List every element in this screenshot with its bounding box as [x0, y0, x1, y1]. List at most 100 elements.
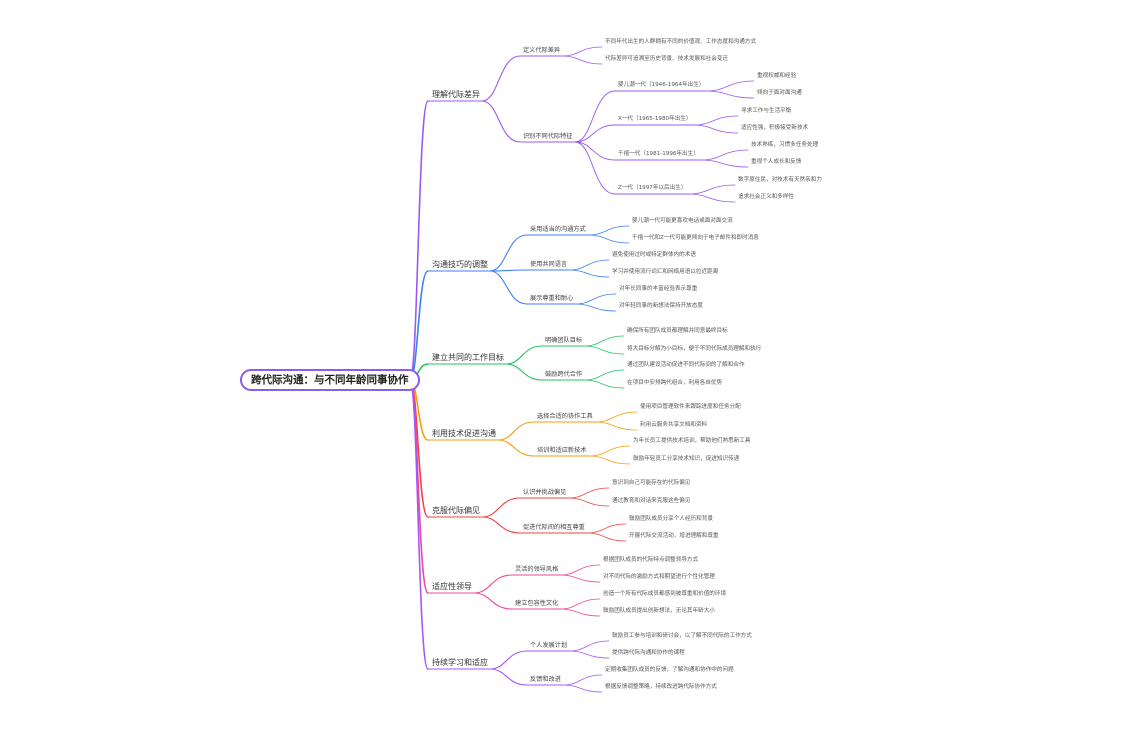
leaf-topic[interactable]: 婴儿潮一代可能更喜欢电话或面对面交流 — [632, 218, 733, 224]
root-topic[interactable]: 跨代际沟通：与不同年龄同事协作 — [240, 368, 420, 391]
leaf-connector — [562, 684, 603, 693]
subtopic[interactable]: 反馈和改进 — [530, 676, 561, 683]
subtopic-connector — [473, 574, 513, 594]
leaf-topic[interactable]: 重视权威和经验 — [757, 73, 797, 79]
leaf-topic[interactable]: 提供跨代际沟通和协作的课程 — [612, 650, 685, 656]
subtopic[interactable]: 鼓励跨代合作 — [545, 371, 583, 378]
subtopic[interactable]: 展示尊重和耐心 — [530, 295, 574, 302]
subtopic[interactable]: 识别不同代际特征 — [523, 133, 573, 140]
leaf-topic[interactable]: 技术熟练，习惯多任务处理 — [751, 142, 819, 148]
generation-topic[interactable]: 千禧一代（1981-1996年出生） — [618, 151, 699, 157]
leaf-topic[interactable]: 定期收集团队成员的反馈，了解沟通和协作中的问题 — [605, 667, 734, 673]
leaf-topic[interactable]: 不同年代出生的人群拥有不同的价值观、工作态度和沟通方式 — [605, 39, 757, 45]
subtopic-connector — [497, 439, 535, 457]
leaf-topic[interactable]: 追求社会正义和多样性 — [738, 194, 794, 200]
leaf-connector — [561, 46, 603, 57]
leaf-connector — [705, 90, 755, 99]
leaf-connector — [568, 259, 610, 271]
branch-topic[interactable]: 理解代际差异 — [432, 90, 480, 99]
leaf-topic[interactable]: 为年长员工提供技术培训，帮助他们熟悉新工具 — [633, 438, 751, 444]
leaf-topic[interactable]: 鼓励年轻员工分享技术知识，促进知识传递 — [633, 456, 740, 462]
subtopic-connector — [481, 497, 521, 518]
leaf-connector — [594, 411, 638, 423]
leaf-topic[interactable]: 利用云服务共享文档和资料 — [640, 422, 708, 428]
subtopic[interactable]: 选择合适的协作工具 — [537, 413, 593, 420]
subtopic-connector — [473, 592, 513, 610]
subtopic-connector — [489, 234, 528, 272]
leaf-topic[interactable]: 对年轻同事的新想法保持开放态度 — [619, 303, 703, 309]
branch-topic[interactable]: 持续学习和适应 — [432, 658, 488, 667]
leaf-topic[interactable]: 学习并使用流行词汇和网络用语以拉近距离 — [612, 269, 719, 275]
leaf-topic[interactable]: 通过教育和对话来克服这些偏见 — [612, 498, 691, 504]
subtopic[interactable]: 个人发展计划 — [530, 642, 568, 649]
leaf-connector — [574, 303, 617, 312]
leaf-topic[interactable]: 千禧一代和Z一代可能更倾向于电子邮件和即时消息 — [632, 235, 759, 241]
branch-topic[interactable]: 克服代际偏见 — [432, 506, 480, 515]
subtopic[interactable]: 建立包容性文化 — [515, 600, 559, 607]
leaf-topic[interactable]: 确保所有团队成员都理解并同意最终目标 — [627, 328, 728, 334]
subtopic[interactable]: 培训和适应新技术 — [537, 447, 587, 454]
leaf-topic[interactable]: 对不同代际的激励方式和期望进行个性化管理 — [603, 574, 715, 580]
leaf-connector — [567, 497, 610, 507]
branch-topic[interactable]: 利用技术促进沟通 — [432, 429, 496, 438]
leaf-topic[interactable]: 根据团队成员的代际特点调整领导方式 — [603, 557, 699, 563]
generation-topic[interactable]: 婴儿潮一代（1946-1964年出生） — [618, 82, 705, 88]
subtopic-connector — [489, 269, 528, 272]
leaf-connector — [692, 124, 739, 134]
leaf-topic[interactable]: 鼓励团队成员提出创新想法，无论其年龄大小 — [603, 608, 715, 614]
detail-connector — [574, 124, 616, 143]
leaf-topic[interactable]: 意识到自己可能存在的代际偏见 — [612, 480, 691, 486]
leaf-connector — [587, 234, 630, 244]
leaf-connector — [700, 159, 749, 168]
subtopic[interactable]: 明确团队目标 — [545, 337, 583, 344]
leaf-connector — [568, 650, 610, 659]
generation-topic[interactable]: X一代（1965-1980年出生） — [618, 116, 692, 122]
leaf-topic[interactable]: 根据反馈调整策略，持续改进跨代际协作方式 — [605, 684, 717, 690]
leaf-topic[interactable]: 通过团队建设活动促进不同代际间的了解和合作 — [627, 362, 745, 368]
leaf-connector — [583, 335, 625, 347]
leaf-topic[interactable]: 开展代际交流活动，增进理解和尊重 — [629, 533, 719, 539]
subtopic[interactable]: 使用共同语言 — [530, 261, 568, 268]
subtopic-connector — [505, 345, 543, 365]
subtopic[interactable]: 采用适当的沟通方式 — [530, 226, 586, 233]
subtopic[interactable]: 定义代际差异 — [523, 47, 561, 54]
subtopic[interactable]: 认识并挑战偏见 — [523, 489, 567, 496]
leaf-topic[interactable]: 使用项目管理软件来跟踪进度和任务分配 — [640, 404, 741, 410]
leaf-connector — [567, 487, 610, 499]
leaf-topic[interactable]: 鼓励员工参与培训和研讨会，以了解不同代际的工作方式 — [612, 633, 752, 639]
leaf-connector — [562, 674, 603, 686]
leaf-topic[interactable]: 适应性强，积极接受新技术 — [741, 125, 809, 131]
leaf-topic[interactable]: 倾向于面对面沟通 — [757, 90, 802, 96]
leaf-topic[interactable]: 重视个人成长和反馈 — [751, 159, 802, 165]
subtopic[interactable]: 促进代际间的相互尊重 — [523, 524, 585, 531]
leaf-connector — [594, 421, 638, 431]
leaf-connector — [705, 80, 755, 92]
branch-topic[interactable]: 沟通技巧的调整 — [432, 260, 488, 269]
leaf-connector — [561, 55, 603, 65]
leaf-topic[interactable]: 对年长同事的丰富经验表示尊重 — [619, 286, 698, 292]
leaf-topic[interactable]: 在项目中安排跨代组合，利用各自优势 — [627, 380, 723, 386]
branch-connector — [409, 100, 429, 381]
leaf-connector — [587, 225, 630, 236]
leaf-topic[interactable]: 创造一个所有代际成员都感到被尊重和价值的环境 — [603, 591, 727, 597]
leaf-topic[interactable]: 鼓励团队成员分享个人经历和背景 — [629, 516, 713, 522]
leaf-connector — [586, 532, 627, 542]
leaf-topic[interactable]: 将大目标分解为小目标，便于不同代际成员理解和执行 — [627, 346, 762, 352]
leaf-connector — [568, 640, 610, 652]
branch-topic[interactable]: 建立共同的工作目标 — [432, 353, 504, 362]
subtopic-connector — [489, 270, 528, 305]
leaf-connector — [588, 455, 631, 465]
leaf-topic[interactable]: 数字原住民，对技术有天然亲和力 — [738, 177, 822, 183]
subtopic-connector — [481, 516, 521, 534]
leaf-connector — [586, 523, 627, 534]
leaf-topic[interactable]: 代际差异可追溯至历史背景、技术发展和社会变迁 — [605, 56, 729, 62]
detail-connector — [574, 90, 616, 143]
leaf-topic[interactable]: 避免使用过时或特定群体内的术语 — [612, 252, 696, 258]
branch-topic[interactable]: 适应性领导 — [432, 582, 472, 591]
subtopic[interactable]: 灵活的领导风格 — [515, 566, 559, 573]
detail-connector — [574, 141, 616, 195]
leaf-topic[interactable]: 寻求工作与生活平衡 — [741, 108, 792, 114]
leaf-connector — [687, 184, 736, 195]
branch-connector — [409, 379, 429, 670]
generation-topic[interactable]: Z一代（1997年以后出生） — [618, 185, 687, 191]
